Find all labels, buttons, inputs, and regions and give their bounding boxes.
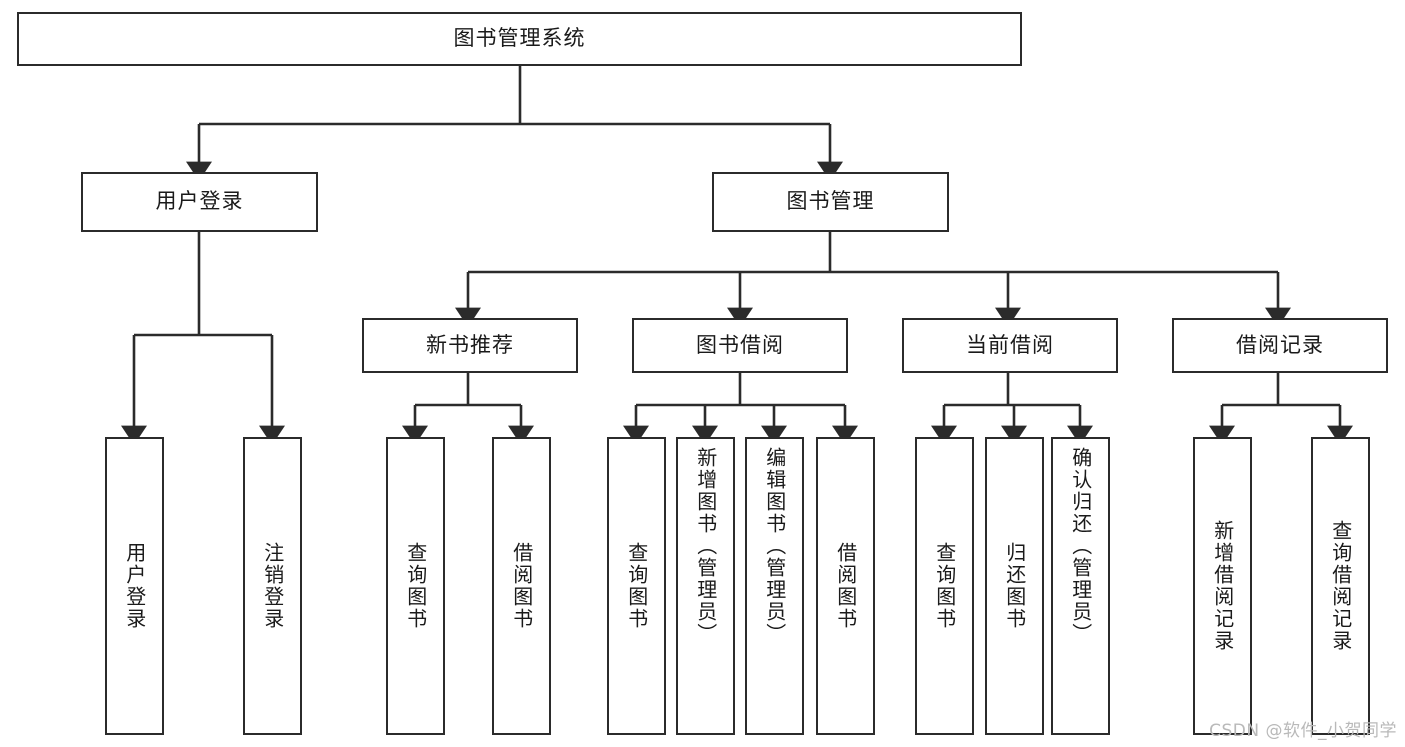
node-leaf-edit-book-admin[interactable]: 编辑图书（管理员） — [745, 437, 804, 735]
node-leaf-user-login[interactable]: 用户登录 — [105, 437, 164, 735]
node-label: 图书借阅 — [696, 332, 784, 357]
node-label: 查询图书 — [403, 542, 428, 630]
node-label: 用户登录 — [122, 542, 147, 630]
node-leaf-add-book-admin[interactable]: 新增图书（管理员） — [676, 437, 735, 735]
node-book-management[interactable]: 图书管理 — [712, 172, 949, 232]
node-leaf-logout-login[interactable]: 注销登录 — [243, 437, 302, 735]
node-label: 查询借阅记录 — [1328, 520, 1353, 652]
csdn-watermark: CSDN @软件_小贺同学 — [1209, 721, 1397, 741]
node-label: 确认归还（管理员） — [1068, 447, 1093, 645]
node-leaf-query-book-borrow[interactable]: 查询图书 — [607, 437, 666, 735]
node-label: 新增图书（管理员） — [693, 447, 718, 645]
node-book-borrow[interactable]: 图书借阅 — [632, 318, 848, 373]
node-label: 图书管理系统 — [453, 26, 586, 51]
node-label: 当前借阅 — [966, 332, 1054, 357]
node-label: 归还图书 — [1002, 542, 1027, 630]
node-label: 查询图书 — [624, 542, 649, 630]
node-root-book-management-system[interactable]: 图书管理系统 — [17, 12, 1022, 66]
node-user-login[interactable]: 用户登录 — [81, 172, 318, 232]
node-leaf-borrow-book[interactable]: 借阅图书 — [816, 437, 875, 735]
node-label: 新增借阅记录 — [1210, 520, 1235, 652]
node-leaf-query-borrow-record[interactable]: 查询借阅记录 — [1311, 437, 1370, 735]
node-label: 用户登录 — [155, 189, 244, 214]
node-new-book-recommend[interactable]: 新书推荐 — [362, 318, 578, 373]
node-label: 编辑图书（管理员） — [762, 447, 787, 645]
node-label: 查询图书 — [932, 542, 957, 630]
node-leaf-add-borrow-record[interactable]: 新增借阅记录 — [1193, 437, 1252, 735]
node-borrow-record[interactable]: 借阅记录 — [1172, 318, 1388, 373]
node-leaf-return-book[interactable]: 归还图书 — [985, 437, 1044, 735]
node-label: 新书推荐 — [426, 332, 514, 357]
node-leaf-confirm-return-admin[interactable]: 确认归还（管理员） — [1051, 437, 1110, 735]
node-current-borrow[interactable]: 当前借阅 — [902, 318, 1118, 373]
node-label: 借阅图书 — [833, 542, 858, 630]
node-leaf-borrow-book-recommend[interactable]: 借阅图书 — [492, 437, 551, 735]
node-label: 借阅记录 — [1236, 332, 1324, 357]
node-label: 注销登录 — [260, 542, 285, 630]
node-label: 图书管理 — [786, 189, 875, 214]
node-leaf-query-book-current[interactable]: 查询图书 — [915, 437, 974, 735]
node-leaf-query-book-recommend[interactable]: 查询图书 — [386, 437, 445, 735]
node-label: 借阅图书 — [509, 542, 534, 630]
